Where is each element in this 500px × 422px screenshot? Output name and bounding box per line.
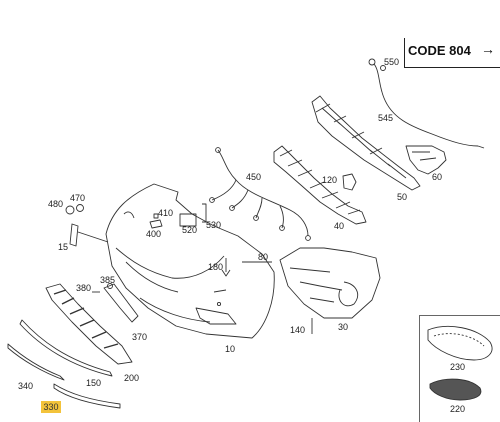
bolt-180 <box>221 258 231 277</box>
connector-550 <box>368 58 376 66</box>
strip-150 <box>19 319 113 377</box>
label-545: 545 <box>378 113 393 123</box>
label-340: 340 <box>18 381 33 391</box>
label-10: 10 <box>225 344 235 354</box>
label-120: 120 <box>322 175 337 185</box>
grille-220 <box>429 378 482 401</box>
label-470: 470 <box>70 193 85 203</box>
bracket-60 <box>405 145 447 175</box>
wire-545 <box>371 61 479 147</box>
label-480: 480 <box>48 199 63 209</box>
sensor-400 <box>149 219 163 229</box>
label-220: 220 <box>450 404 465 414</box>
bracket-120 <box>342 173 357 191</box>
hook-15 <box>77 231 109 243</box>
sensor-470 <box>76 204 84 212</box>
label-50: 50 <box>397 192 407 202</box>
arrow-right-icon: → <box>481 41 495 57</box>
trim-370 <box>103 283 139 323</box>
trim-230 <box>427 325 493 361</box>
absorber-50 <box>311 95 421 191</box>
label-30: 30 <box>338 322 348 332</box>
label-15: 15 <box>58 242 68 252</box>
bracket-530 <box>202 203 207 223</box>
strip-330 <box>53 383 121 409</box>
label-450: 450 <box>246 172 261 182</box>
label-410: 410 <box>158 208 173 218</box>
label-380: 380 <box>76 283 91 293</box>
label-370: 370 <box>132 332 147 342</box>
label-520: 520 <box>182 225 197 235</box>
impact-bar-40 <box>273 145 367 225</box>
label-60: 60 <box>432 172 442 182</box>
label-400: 400 <box>146 229 161 239</box>
label-200: 200 <box>124 373 139 383</box>
clip-385 <box>107 283 113 289</box>
module-520 <box>179 213 197 227</box>
strip-340 <box>7 343 65 381</box>
sensor-480 <box>65 205 75 215</box>
label-530: 530 <box>206 220 221 230</box>
label-330: 330 <box>41 401 61 413</box>
inset-panel <box>419 315 500 422</box>
label-550: 550 <box>384 57 399 67</box>
label-40: 40 <box>334 221 344 231</box>
label-140: 140 <box>290 325 305 335</box>
code-box: CODE 804 → <box>404 38 500 68</box>
label-385: 385 <box>100 275 115 285</box>
harness-450 <box>217 149 309 237</box>
label-150: 150 <box>86 378 101 388</box>
label-80: 80 <box>258 252 268 262</box>
code-label: CODE 804 <box>408 43 471 58</box>
bumper-cover-10 <box>105 183 275 339</box>
grille-200 <box>45 283 133 365</box>
label-230: 230 <box>450 362 465 372</box>
bracket-30 <box>279 247 381 319</box>
label-180: 180 <box>208 262 223 272</box>
